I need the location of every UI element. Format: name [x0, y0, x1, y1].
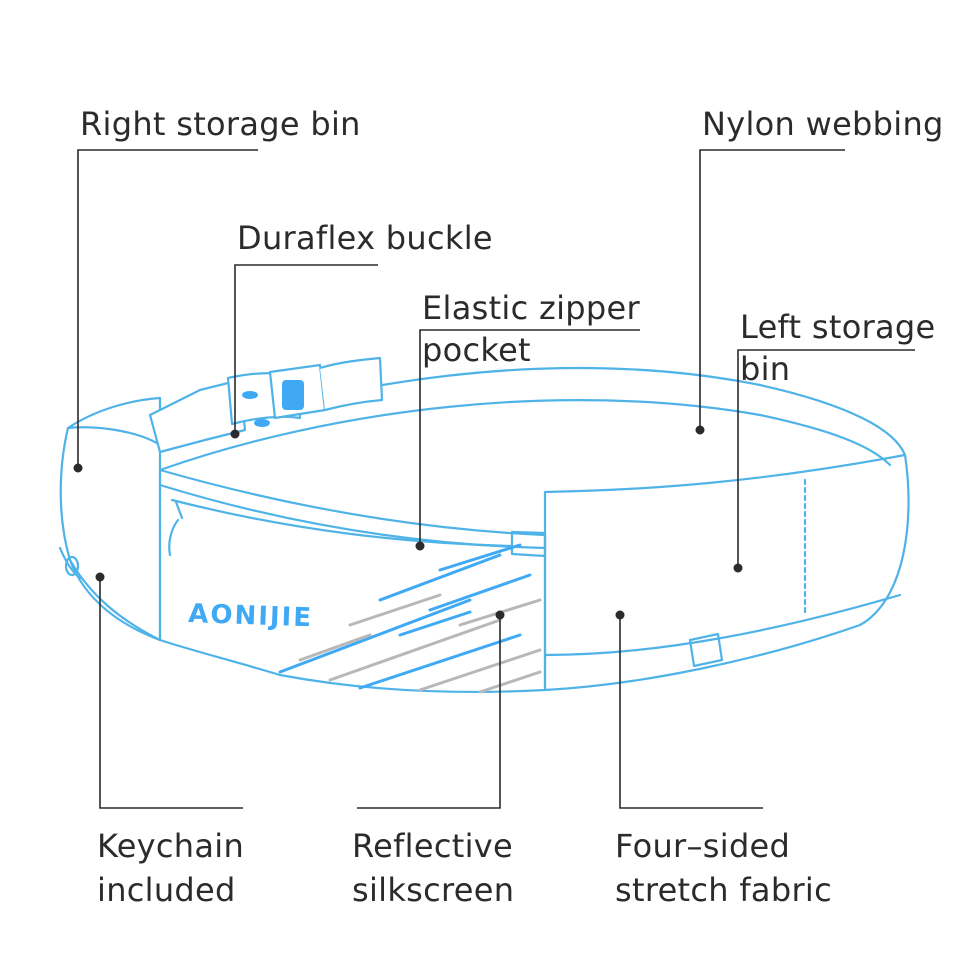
label-four-sided-stretch-fabric-line1: Four–sided [615, 827, 791, 865]
leader-left-bin [737, 349, 915, 568]
zipper-line [170, 498, 514, 548]
label-elastic-zipper-pocket-line1: Elastic zipper [422, 289, 640, 327]
label-nylon-webbing: Nylon webbing [702, 105, 944, 143]
label-elastic-zipper-pocket-line2: pocket [422, 331, 531, 369]
leader-zipper [419, 329, 640, 546]
label-keychain-included: Keychain included [97, 824, 244, 912]
label-four-sided-stretch-fabric: Four–sided stretch fabric [615, 824, 832, 912]
label-reflective-silkscreen-line1: Reflective [352, 827, 513, 865]
leader-reflective [357, 615, 501, 809]
leader-keychain [99, 577, 243, 809]
zipper-pull [168, 500, 184, 557]
leader-nylon [699, 149, 845, 430]
leader-right-bin [77, 149, 258, 468]
label-left-storage-bin-line2: bin [740, 350, 791, 388]
back-band-inner [158, 399, 892, 472]
label-reflective-silkscreen-line2: silkscreen [352, 871, 515, 909]
label-right-storage-bin: Right storage bin [80, 105, 361, 143]
label-keychain-included-line1: Keychain [97, 827, 245, 865]
right-bin-outline [59, 396, 162, 642]
duraflex-buckle [148, 356, 384, 454]
label-left-storage-bin: Left storage bin [740, 305, 936, 391]
label-elastic-zipper-pocket: Elastic zipper pocket [422, 286, 640, 372]
label-keychain-included-line2: included [97, 871, 236, 909]
leader-lines [77, 149, 915, 809]
front-panel [158, 468, 547, 693]
label-left-storage-bin-line1: Left storage [740, 308, 936, 346]
left-bin-outline [543, 453, 910, 692]
leader-dots [73, 425, 743, 620]
reflective-silkscreen [278, 543, 542, 694]
label-reflective-silkscreen: Reflective silkscreen [352, 824, 514, 912]
leader-four-sided [619, 615, 763, 809]
brand-logo: AONIJIE [188, 599, 314, 633]
label-duraflex-buckle: Duraflex buckle [237, 219, 493, 257]
leader-buckle [234, 264, 378, 434]
label-four-sided-stretch-fabric-line2: stretch fabric [615, 871, 832, 909]
